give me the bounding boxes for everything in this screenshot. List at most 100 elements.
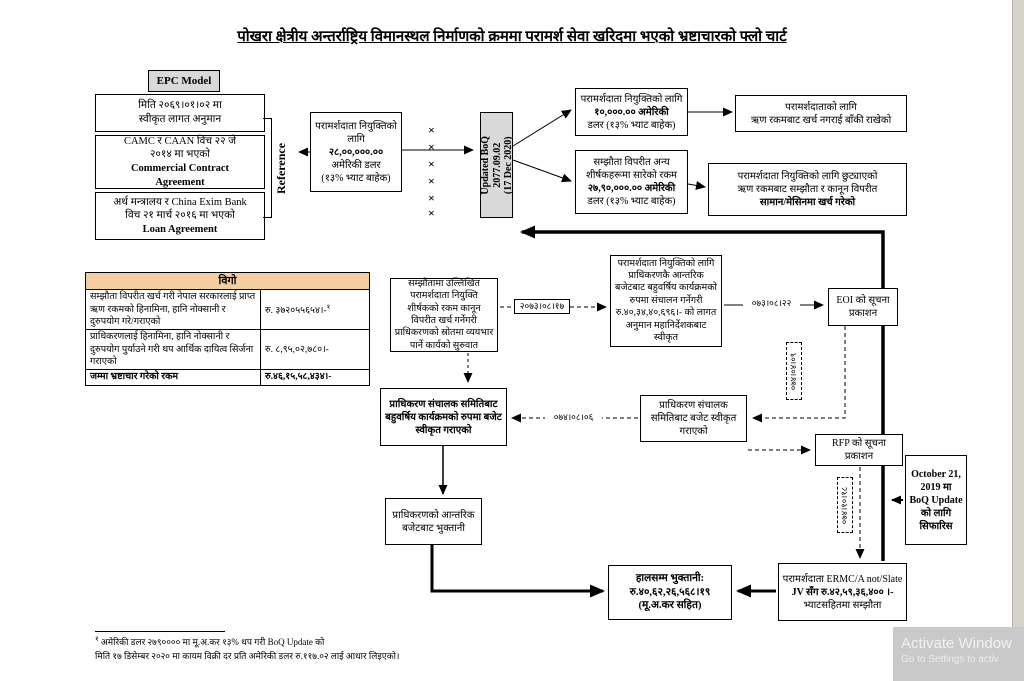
text-line: BoQ Update: [909, 494, 963, 506]
table-row: सम्झौता विपरीत खर्च गरी नेपाल सरकारलाई प…: [85, 289, 370, 331]
board-budget-approved-box: प्राधिकरण संचालक समितिबाट बजेट स्वीकृत ग…: [640, 395, 747, 442]
text-line: CAMC र CAAN विच २२ जे: [123, 135, 237, 147]
start-of-wrongdoing-box: सम्झौतामा उल्लिखित परामर्शदाता नियुक्ति …: [390, 278, 498, 352]
amount-value: रु. ८,९५,०२,७८०।-: [265, 344, 329, 355]
footnote-mark: १: [326, 302, 331, 311]
cross-mark: ×: [428, 157, 435, 171]
text-line: मिति १७ डिसेम्बर २०२० मा कायम विक्री दर …: [95, 650, 400, 661]
footnote-mark: १: [95, 635, 99, 643]
unspent-loan-result-box: परामर्शदाताको लागि ऋण रकमबाट खर्च नगराई …: [735, 95, 907, 132]
text-line: स्वीकृत लागत अनुमान: [138, 114, 222, 125]
updated-boq-box: Updated BoQ 2077.09.02 (17 Dec 2020): [479, 112, 514, 218]
text-line: परामर्शदाता नियुक्तिको लागि छुट्याएको: [737, 171, 878, 182]
cross-mark: ×: [428, 191, 435, 205]
text-line: ०७४।१०।१८: [839, 486, 850, 524]
text-line: Updated BoQ: [479, 135, 491, 195]
footnote: १ अमेरिकी डलर २७९०००० मा मू.अ.कर १३% थप …: [95, 634, 465, 663]
footnote-line: १ अमेरिकी डलर २७९०००० मा मू.अ.कर १३% थप …: [95, 634, 465, 650]
date-label: ०७३।०८।२२: [743, 297, 800, 311]
text-line: परामर्शदाताको लागि: [785, 101, 857, 113]
bigo-desc: जम्मा भ्रष्टाचार गरेको रकम: [85, 369, 261, 386]
amount-value: रु. ३७२०५५६५४।-: [265, 305, 327, 316]
text-line: JV सँग रु.४२,५९,३६,४०० ।-: [791, 586, 894, 598]
text-line: अमेरिकी डलर: [331, 159, 381, 171]
text-line: डलर (१३% भ्याट बाहेक): [587, 196, 676, 207]
text-line: परामर्शदाता ERMC/A not/Slate: [782, 573, 903, 585]
cross-mark: ×: [428, 174, 435, 188]
text-line: ऋण रकमबाट सम्झौता र कानून विपरीत: [737, 184, 878, 195]
bigo-desc: सम्झौता विपरीत खर्च गरी नेपाल सरकारलाई प…: [85, 289, 261, 331]
bigo-desc: प्राधिकरणलाई हिनामिना, हानि नोक्सानी र द…: [85, 329, 261, 371]
text-line: सामान/मेसिनमा खर्च गरेको: [759, 197, 856, 208]
text-line: २०१४ मा भएको: [149, 149, 211, 161]
footnote-divider: [95, 631, 225, 632]
illegal-expense-result-box: परामर्शदाता नियुक्तिको लागि छुट्याएको ऋण…: [708, 163, 907, 216]
commercial-contract-agreement-box: CAMC र CAAN विच २२ जे २०१४ मा भएको Comme…: [95, 135, 265, 189]
october-boq-recommendation-box: October 21, 2019 मा BoQ Update को लागि स…: [905, 455, 967, 545]
updated-boq-text: Updated BoQ 2077.09.02 (17 Dec 2020): [479, 115, 514, 215]
text-line: हालसम्म भुक्तानी:: [635, 573, 705, 585]
text-line: को लागि: [920, 507, 952, 519]
text-line: भ्याटसहितमा सम्झौता: [803, 599, 882, 611]
consultant-fee-box: परामर्शदाता नियुक्तिको लागि २८,००,०००.००…: [310, 112, 402, 192]
arrow-boq-to-diverted: [512, 159, 572, 183]
text-line: October 21,: [911, 468, 961, 480]
arrow-boq-to-remainder: [512, 109, 572, 147]
date-label-vertical: ०७४।१०।१८: [837, 477, 853, 533]
text-line: शीर्षकहरूमा सारेको रकम: [586, 170, 677, 181]
scrollbar[interactable]: [1012, 0, 1024, 681]
amount-value: रु.४६,१५,५८,४३४।-: [265, 372, 332, 383]
consultant-contract-box: परामर्शदाता ERMC/A not/Slate JV सँग रु.४…: [778, 563, 907, 621]
table-row: प्राधिकरणलाई हिनामिना, हानि नोक्सानी र द…: [85, 329, 370, 371]
total-payment-box: हालसम्म भुक्तानी: रु.४०,६२,२६,५६८।१९ (मू…: [608, 565, 732, 620]
activation-watermark: Activate Window Go to Settings to activ: [893, 627, 1024, 681]
text-line: अमेरिकी डलर २७९०००० मा मू.अ.कर १३% थप गर…: [100, 637, 325, 647]
text-line: अर्थ मन्त्रालय र China Exim Bank: [113, 196, 247, 208]
reference-bracket: [263, 118, 272, 218]
diverted-amount-box: सम्झौता विपरीत अन्य शीर्षकहरूमा सारेको र…: [575, 150, 688, 214]
text-line: मिति २०६९।०१।०२ मा: [138, 100, 222, 112]
text-line: डलर (१३% भ्याट बाहेक): [587, 119, 676, 131]
text-line: २८,००,०००.००: [328, 146, 384, 158]
text-line: १०,०००.०० अमेरिकी: [594, 106, 669, 118]
bigo-header: विगो: [85, 271, 370, 291]
text-line: Commercial Contract: [130, 163, 230, 174]
arrow-eoi-to-board: [752, 326, 846, 423]
internal-budget-payment-box: प्राधिकरणको आन्तरिक बजेटबाट भुक्तानी: [385, 498, 482, 545]
remainder-amount-box: परामर्शदाता नियुक्तिको लागि १०,०००.०० अम…: [575, 88, 688, 136]
bigo-amount: रु. ८,९५,०२,७८०।-: [260, 329, 370, 371]
approved-cost-estimate-box: मिति २०६९।०१।०२ मा स्वीकृत लागत अनुमान: [95, 94, 265, 132]
multiyear-budget-approved-box: प्राधिकरण संचालक समितिबाट बहुवर्षिय कार्…: [380, 388, 507, 446]
text-line: परामर्शदाता नियुक्तिको लागि: [580, 93, 683, 105]
text-line: ऋण रकमबाट खर्च नगराई बाँकी राखेको: [750, 114, 892, 126]
date-label: २०७३।०८।१७: [514, 299, 570, 314]
cross-mark: ×: [428, 123, 435, 137]
text-line: सिफारिस: [919, 520, 953, 532]
date-label-vertical: ०७४।०४।०९: [786, 342, 802, 400]
rfp-notice-box: RFP को सूचना प्रकाशन: [815, 434, 903, 466]
text-line: ०७४।०४।०९: [788, 352, 799, 390]
eoi-notice-box: EOI को सूचना प्रकाशन: [828, 288, 898, 326]
text-line: (17 Dec 2020): [502, 136, 514, 194]
watermark-subtitle: Go to Settings to activ: [901, 654, 999, 665]
arrow-internal-to-payment: [430, 545, 605, 598]
text-line: २७,९०,०००.०० अमेरिकी: [587, 183, 676, 194]
text-line: Reference: [274, 142, 289, 194]
text-line: विच २१ मार्च २०१६ मा भएको: [125, 210, 235, 222]
text-line: Agreement: [155, 176, 205, 188]
text-line: सम्झौता विपरीत अन्य: [593, 157, 670, 168]
table-total-row: जम्मा भ्रष्टाचार गरेको रकम रु.४६,१५,५८,४…: [85, 369, 370, 386]
footnote-line: मिति १७ डिसेम्बर २०२० मा कायम विक्री दर …: [95, 650, 465, 664]
text-line: (मू.अ.कर सहित): [638, 600, 702, 612]
text-line: रु.४०,६२,२६,५६८।१९: [629, 586, 711, 598]
cross-mark: ×: [428, 140, 435, 154]
text-line: लागि: [347, 133, 365, 145]
page-title: पोखरा क्षेत्रीय अन्तर्राष्ट्रिय विमानस्थ…: [237, 29, 787, 45]
date-label: ०७४।०८।०६: [545, 411, 602, 424]
text-line: 2019 मा: [920, 481, 952, 493]
bigo-amount: रु. ३७२०५५६५४।-१: [260, 289, 370, 331]
text-line: 2077.09.02: [490, 142, 502, 188]
bigo-amount: रु.४६,१५,५८,४३४।-: [260, 369, 370, 386]
cross-mark: ×: [428, 206, 435, 220]
